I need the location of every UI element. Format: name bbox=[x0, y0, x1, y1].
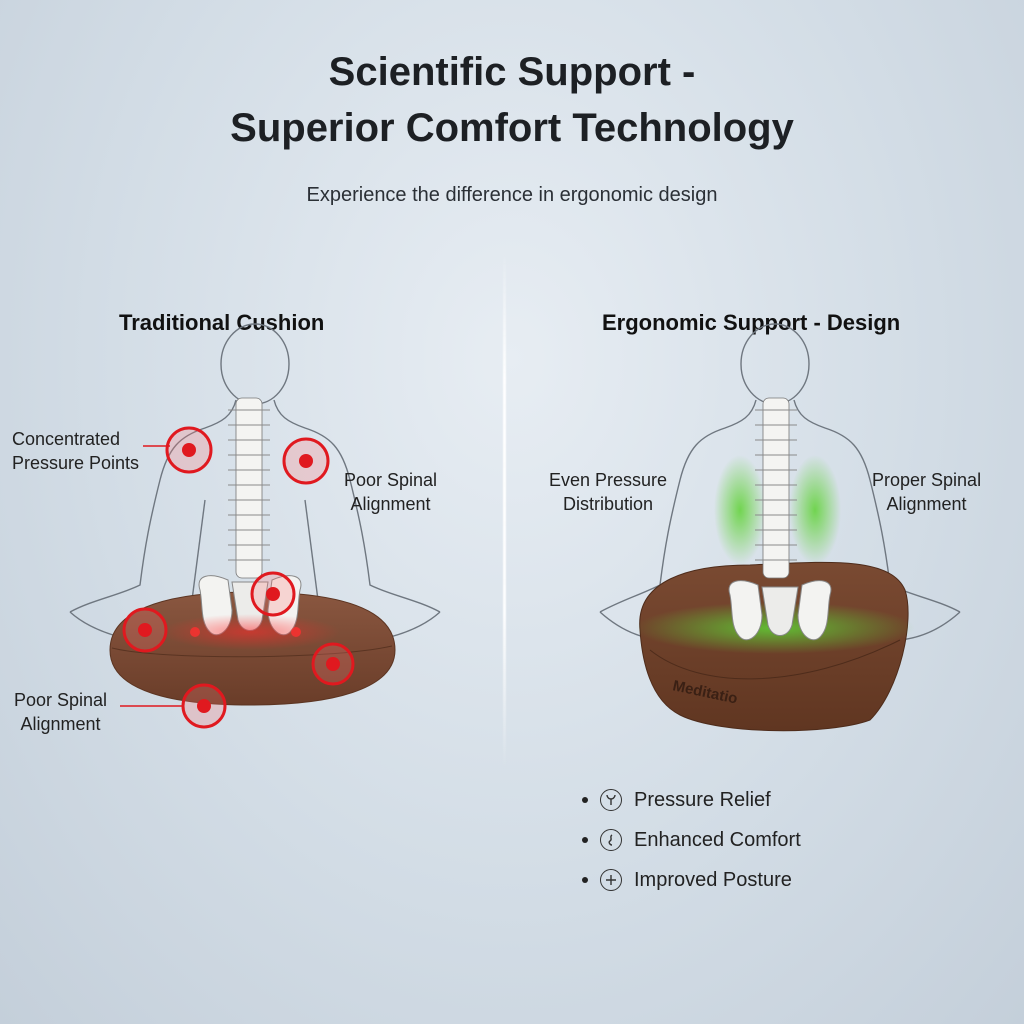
callout-proper-spinal: Proper Spinal Alignment bbox=[872, 470, 982, 514]
feature-list: Pressure Relief Enhanced Comfort Improve… bbox=[582, 780, 801, 900]
ergonomic-design-title: Ergonomic Support - Design bbox=[602, 310, 901, 335]
plus-circle-icon bbox=[600, 869, 622, 891]
pressure-point bbox=[122, 607, 168, 653]
page-title-line-1: Scientific Support - bbox=[328, 50, 696, 94]
feature-item: Pressure Relief bbox=[582, 780, 801, 820]
pressure-point bbox=[311, 642, 355, 686]
pressure-point-markers bbox=[122, 426, 355, 729]
pressure-point bbox=[181, 683, 227, 729]
callout-poor-spinal-bottom: Poor Spinal Alignment bbox=[14, 690, 108, 734]
feature-label: Improved Posture bbox=[634, 868, 792, 891]
traditional-cushion-title: Traditional Cushion bbox=[119, 310, 325, 335]
page-title-line-2: Superior Comfort Technology bbox=[230, 106, 794, 150]
pressure-point bbox=[282, 437, 330, 485]
pressure-point bbox=[250, 571, 296, 617]
page-subtitle: Experience the difference in ergonomic d… bbox=[306, 184, 718, 206]
comfort-icon bbox=[600, 829, 622, 851]
pelvis-right bbox=[728, 580, 832, 641]
feature-label: Enhanced Comfort bbox=[634, 828, 801, 851]
pressure-point bbox=[165, 426, 213, 474]
callout-concentrated-pressure: Concentrated Pressure Points bbox=[12, 429, 140, 473]
bullet bbox=[582, 877, 588, 883]
bullet bbox=[582, 837, 588, 843]
leaf-icon bbox=[600, 789, 622, 811]
callout-even-pressure: Even Pressure Distribution bbox=[549, 470, 668, 514]
feature-item: Improved Posture bbox=[582, 860, 801, 900]
bullet bbox=[582, 797, 588, 803]
callout-poor-spinal-right: Poor Spinal Alignment bbox=[344, 470, 438, 514]
panel-divider bbox=[503, 250, 506, 770]
spine-right bbox=[755, 397, 797, 579]
feature-label: Pressure Relief bbox=[634, 788, 771, 811]
spine-left bbox=[228, 397, 270, 579]
feature-item: Enhanced Comfort bbox=[582, 820, 801, 860]
